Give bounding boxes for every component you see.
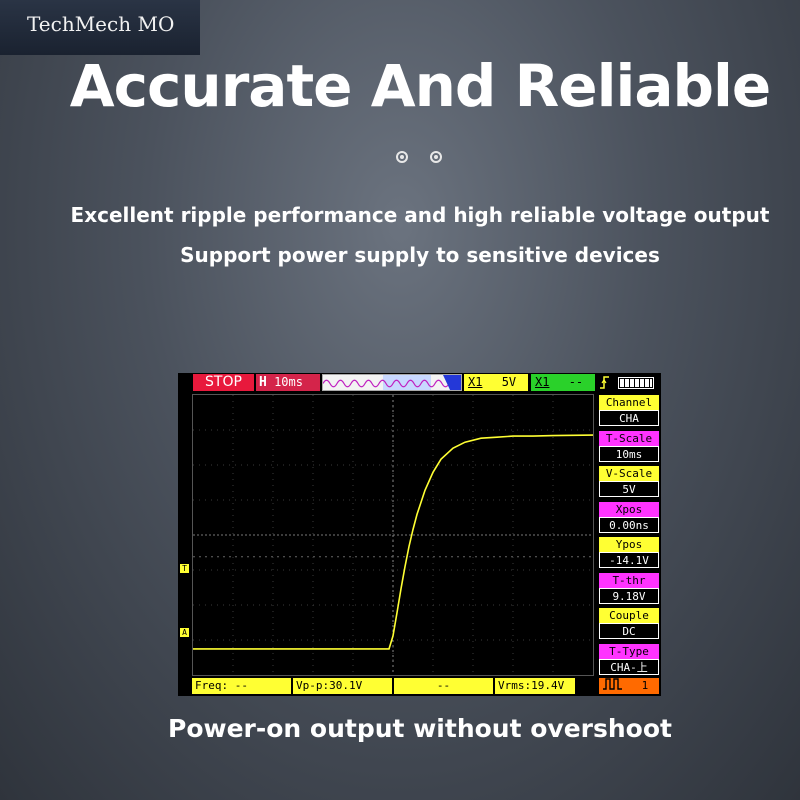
- timebase-prefix: H: [259, 375, 267, 390]
- param-label-xpos[interactable]: Xpos: [599, 501, 659, 517]
- channel-a-trace: [193, 434, 594, 650]
- subtitle-line-2: Support power supply to sensitive device…: [180, 243, 660, 267]
- waveform-overview-icon: [323, 375, 461, 390]
- param-label-ypos[interactable]: Ypos: [599, 537, 659, 552]
- frequency-readout: Freq: --: [192, 678, 291, 694]
- channel-b-probe-icon: X1: [535, 375, 550, 389]
- param-value-channel: CHA: [599, 410, 659, 426]
- waveform-plot-svg: [193, 395, 594, 675]
- brand-watermark: TechMech MO: [0, 0, 200, 55]
- param-value-t-type: CHA-上: [599, 658, 659, 675]
- carousel-dot[interactable]: [396, 151, 408, 163]
- param-value-ypos: -14.1V: [599, 552, 659, 568]
- param-label-couple[interactable]: Couple: [599, 608, 659, 623]
- trigger-level-marker[interactable]: T: [180, 564, 189, 573]
- rising-edge-icon: [599, 374, 611, 391]
- caption: Power-on output without overshoot: [168, 714, 672, 743]
- vrms-readout: Vrms:19.4V: [495, 678, 575, 694]
- run-stop-button[interactable]: STOP: [193, 374, 254, 391]
- param-value-t-scale: 10ms: [599, 445, 659, 462]
- plot-grid: [193, 395, 593, 675]
- measure-slot-readout: --: [394, 678, 493, 694]
- param-value-couple: DC: [599, 623, 659, 639]
- carousel-dots: [396, 151, 452, 169]
- channel-b-scale[interactable]: X1 --: [531, 374, 595, 391]
- channel-a-probe-icon: X1: [468, 375, 483, 389]
- vpp-readout: Vp-p:30.1V: [293, 678, 392, 694]
- scope-bottom-bar: Freq: -- Vp-p:30.1V -- Vrms:19.4V 1: [178, 676, 661, 696]
- pulse-mode-icon: [603, 678, 622, 690]
- timebase-indicator[interactable]: H 10ms: [256, 374, 320, 391]
- param-value-t-thr: 9.18V: [599, 587, 659, 604]
- channel-b-scale-value: --: [568, 375, 584, 389]
- oscilloscope-screen: STOP H 10ms X1 5V X1 --: [178, 373, 661, 696]
- waveform-plot: [192, 394, 594, 676]
- channel-a-offset-marker[interactable]: A: [180, 628, 189, 637]
- channel-a-scale-value: 5V: [501, 375, 517, 389]
- trigger-mode-indicator[interactable]: 1: [599, 678, 659, 694]
- subtitle-line-1: Excellent ripple performance and high re…: [70, 203, 770, 227]
- param-label-v-scale[interactable]: V-Scale: [599, 466, 659, 481]
- param-label-channel[interactable]: Channel: [599, 395, 659, 410]
- param-label-t-thr[interactable]: T-thr: [599, 572, 659, 588]
- param-value-xpos: 0.00ns: [599, 516, 659, 533]
- scope-top-bar: STOP H 10ms X1 5V X1 --: [178, 373, 661, 393]
- param-label-t-scale[interactable]: T-Scale: [599, 430, 659, 446]
- carousel-dot[interactable]: [430, 151, 442, 163]
- waveform-overview: [322, 374, 462, 391]
- trigger-mode-value: 1: [641, 679, 649, 692]
- param-value-v-scale: 5V: [599, 481, 659, 497]
- trigger-edge-icon: [600, 376, 609, 389]
- battery-icon: [618, 377, 654, 389]
- timebase-value: 10ms: [274, 375, 303, 389]
- channel-a-scale[interactable]: X1 5V: [464, 374, 528, 391]
- param-label-t-type[interactable]: T-Type: [599, 643, 659, 659]
- headline: Accurate And Reliable: [69, 52, 771, 120]
